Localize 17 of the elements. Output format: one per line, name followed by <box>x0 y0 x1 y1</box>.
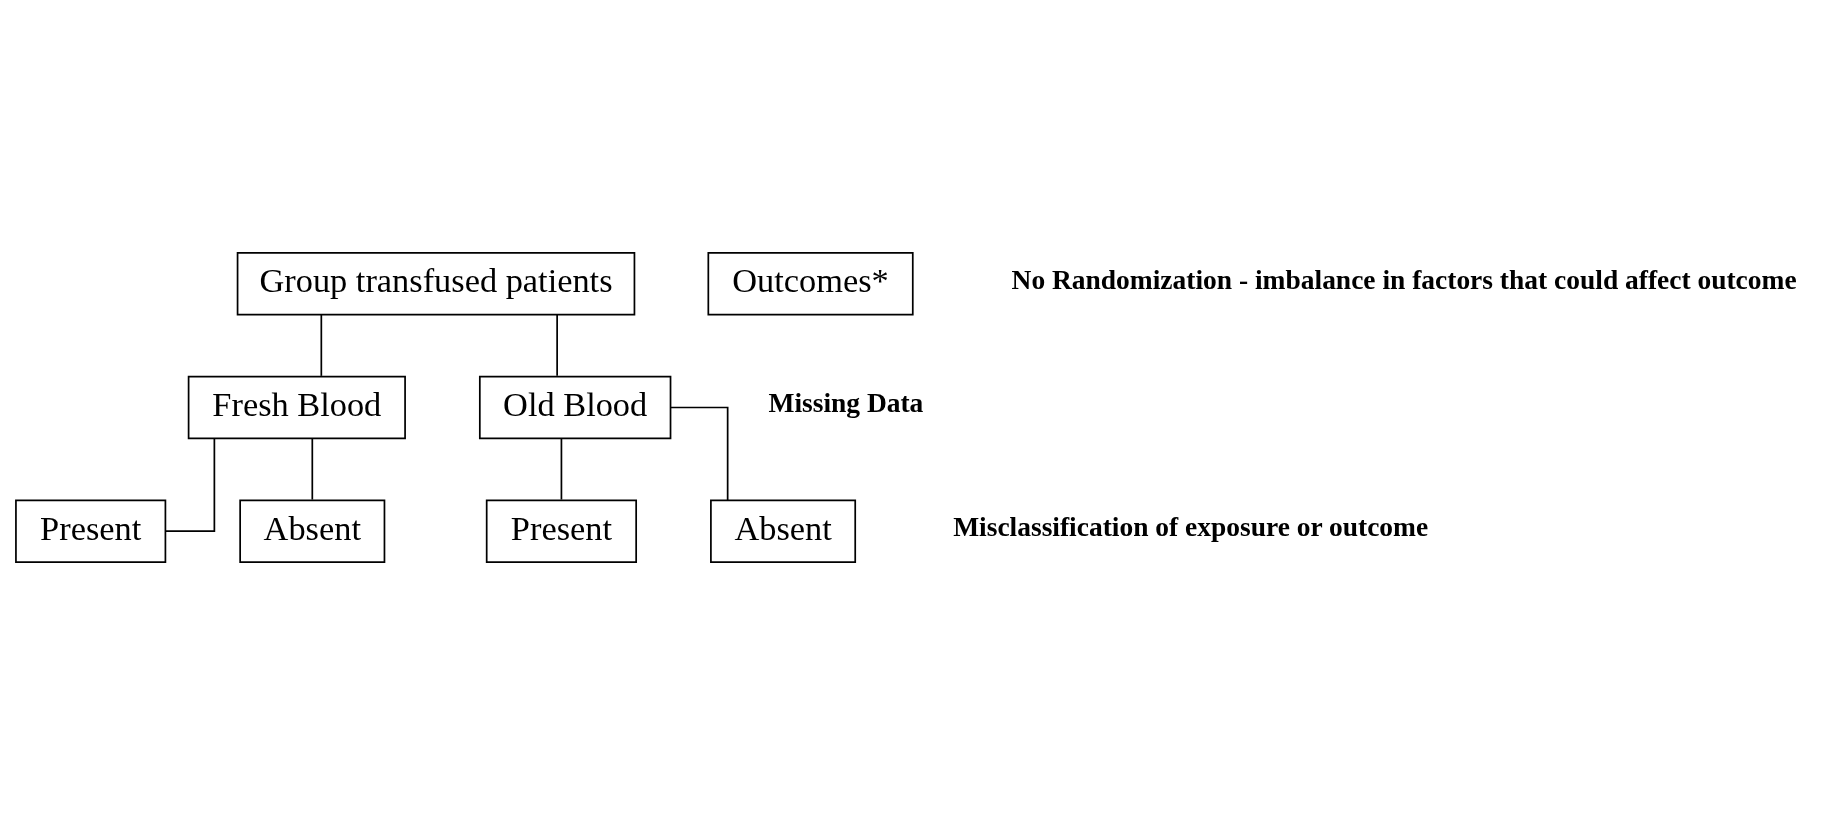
node-box: Outcomes* <box>707 251 914 316</box>
node-box: Absent <box>239 498 386 563</box>
label: Missing Data <box>768 387 924 418</box>
connector <box>320 313 323 377</box>
label: Misclassification of exposure or outcome <box>953 511 1429 542</box>
node-box: Group transfused patients <box>236 251 636 316</box>
node-box: Absent <box>710 498 857 563</box>
node-box: Present <box>15 498 167 563</box>
connector <box>164 437 216 532</box>
connector <box>556 313 558 377</box>
label: No Randomization - imbalance in factors that could affect outcome <box>1011 264 1797 295</box>
node-box: Old Blood <box>478 375 672 439</box>
connector <box>560 437 563 500</box>
connector <box>670 406 729 501</box>
node-box: Fresh Blood <box>187 375 406 439</box>
connector <box>311 437 314 500</box>
node-box: Present <box>485 498 637 563</box>
